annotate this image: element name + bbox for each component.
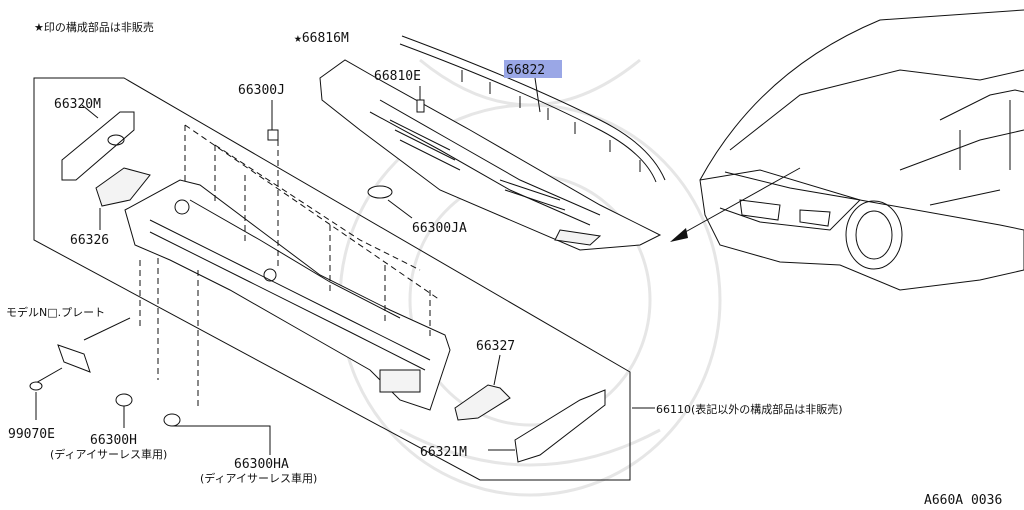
label-66321M: 66321M — [420, 445, 467, 460]
cowl-lower-panel — [124, 179, 451, 411]
cowl-seal — [399, 35, 666, 183]
direction-arrow — [670, 167, 801, 242]
label-99070E: 99070E — [8, 427, 55, 442]
label-66816M: ★66816M — [294, 31, 349, 46]
seal-66327 — [454, 354, 511, 421]
label-66110: 66110(表記以外の構成部品は非販売) — [656, 402, 843, 416]
model-plate — [33, 317, 131, 385]
label-66326: 66326 — [70, 233, 109, 248]
label-66822[interactable]: 66822 — [506, 63, 545, 78]
label-66300J: 66300J — [238, 83, 285, 98]
label-66300H: 66300H — [90, 433, 137, 448]
label-66320M: 66320M — [54, 97, 101, 112]
seal-66326 — [95, 167, 151, 230]
assembly-outline — [33, 77, 631, 481]
non-sale-note: ★印の構成部品は非販売 — [34, 20, 154, 34]
label-66300H-note: (ディアイサーレス車用) — [50, 447, 167, 461]
car-illustration — [699, 9, 1024, 291]
label-66810E: 66810E — [374, 69, 421, 84]
highlight-66822 — [504, 60, 562, 78]
bracket-66321M — [488, 389, 606, 463]
clip-66300J — [267, 100, 279, 141]
figure-code: A660A 0036 — [924, 493, 1002, 508]
leader-66822 — [534, 77, 541, 113]
label-66300HA-note: (ディアイサーレス車用) — [200, 471, 317, 485]
cowl-top-cover — [319, 59, 662, 251]
clip-66810E — [416, 86, 425, 113]
grommet-66300H — [115, 393, 133, 428]
label-66327: 66327 — [476, 339, 515, 354]
rivet-99070E — [29, 381, 43, 420]
mounting-guides — [139, 124, 441, 410]
label-model-plate: モデルN□.プレート — [6, 305, 105, 319]
label-66300HA: 66300HA — [234, 457, 289, 472]
label-66300JA: 66300JA — [412, 221, 467, 236]
bracket-66320M — [61, 104, 135, 181]
grommet-66300HA — [163, 413, 271, 455]
grommet-66300JA — [367, 185, 413, 219]
